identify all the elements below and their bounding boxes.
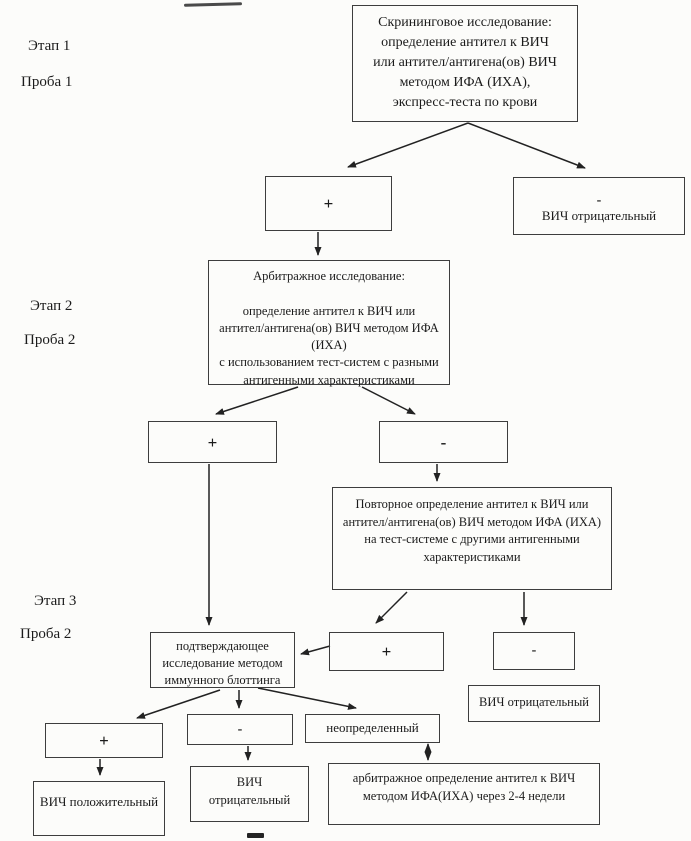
node-confirm-text: подтверждающее исследование методом имму… [162, 639, 283, 687]
node-screening: Скрининговое исследование: определение а… [352, 5, 578, 122]
node-stage1-negative: - ВИЧ отрицательный [513, 177, 685, 235]
plus-sign: + [207, 432, 218, 452]
stage-label-proba-2b: Проба 2 [20, 626, 72, 642]
stage-label-proba-1: Проба 1 [21, 74, 73, 90]
scan-artifact-top [183, 2, 243, 7]
arrow-screening-to-stage1-negative [467, 122, 586, 169]
node-stage1-positive: + [265, 176, 392, 231]
node-stage3-negative: - [493, 632, 575, 670]
stage-label-proba-2: Проба 2 [24, 332, 76, 348]
node-hiv-negative-text: ВИЧ отрицательный [208, 775, 291, 807]
node-stage1-negative-text: ВИЧ отрицательный [541, 208, 657, 223]
node-stage2-negative: - [379, 421, 508, 463]
node-repeat-test: Повторное определение антител к ВИЧ или … [332, 487, 612, 590]
minus-sign: - [596, 193, 602, 208]
minus-sign: - [237, 721, 243, 737]
minus-sign: - [531, 643, 537, 658]
node-stage2-positive: + [148, 421, 277, 463]
node-repeat-test-text: Повторное определение антител к ВИЧ или … [342, 497, 602, 564]
arrow-confirm-to-blot-undetermined [257, 687, 357, 710]
node-arbitration-followup-text: арбитражное определение антител к ВИЧ ме… [352, 771, 576, 803]
node-blot-undetermined-text: неопределенный [326, 720, 419, 735]
scan-artifact-bottom [247, 833, 264, 838]
node-arbitration-followup: арбитражное определение антител к ВИЧ ме… [328, 763, 600, 825]
stage-label-etap-3: Этап 3 [34, 593, 77, 609]
node-stage3-positive: + [329, 632, 444, 671]
node-stage3-hiv-negative-text: ВИЧ отрицательный [479, 695, 589, 709]
node-blot-undetermined: неопределенный [305, 714, 440, 743]
node-screening-text: Скрининговое исследование: определение а… [373, 15, 557, 110]
minus-sign: - [440, 432, 447, 452]
node-hiv-negative-result: ВИЧ отрицательный [190, 766, 309, 822]
node-arbitration: Арбитражное исследование: определение ан… [208, 260, 450, 387]
arrow-stage3-positive-to-confirm [300, 645, 331, 656]
node-confirm-immunoblot: подтверждающее исследование методом имму… [150, 632, 295, 688]
arrow-screening-to-stage1-positive [347, 122, 469, 168]
stage-label-etap-1: Этап 1 [28, 38, 71, 54]
node-blot-negative: - [187, 714, 293, 745]
arrow-repeat-to-stage3-positive [375, 591, 408, 624]
node-hiv-positive-result: ВИЧ положительный [33, 781, 165, 836]
node-hiv-positive-text: ВИЧ положительный [39, 794, 159, 809]
arrow-arbitration-to-stage2-negative [361, 386, 416, 415]
node-arbitration-text: Арбитражное исследование: определение ан… [219, 269, 439, 387]
plus-sign: + [381, 642, 392, 661]
plus-sign: + [99, 731, 109, 750]
plus-sign: + [323, 194, 334, 213]
arrow-arbitration-to-stage2-positive [215, 386, 299, 415]
node-blot-positive: + [45, 723, 163, 758]
stage-label-etap-2: Этап 2 [30, 298, 73, 314]
node-stage3-hiv-negative: ВИЧ отрицательный [468, 685, 600, 722]
